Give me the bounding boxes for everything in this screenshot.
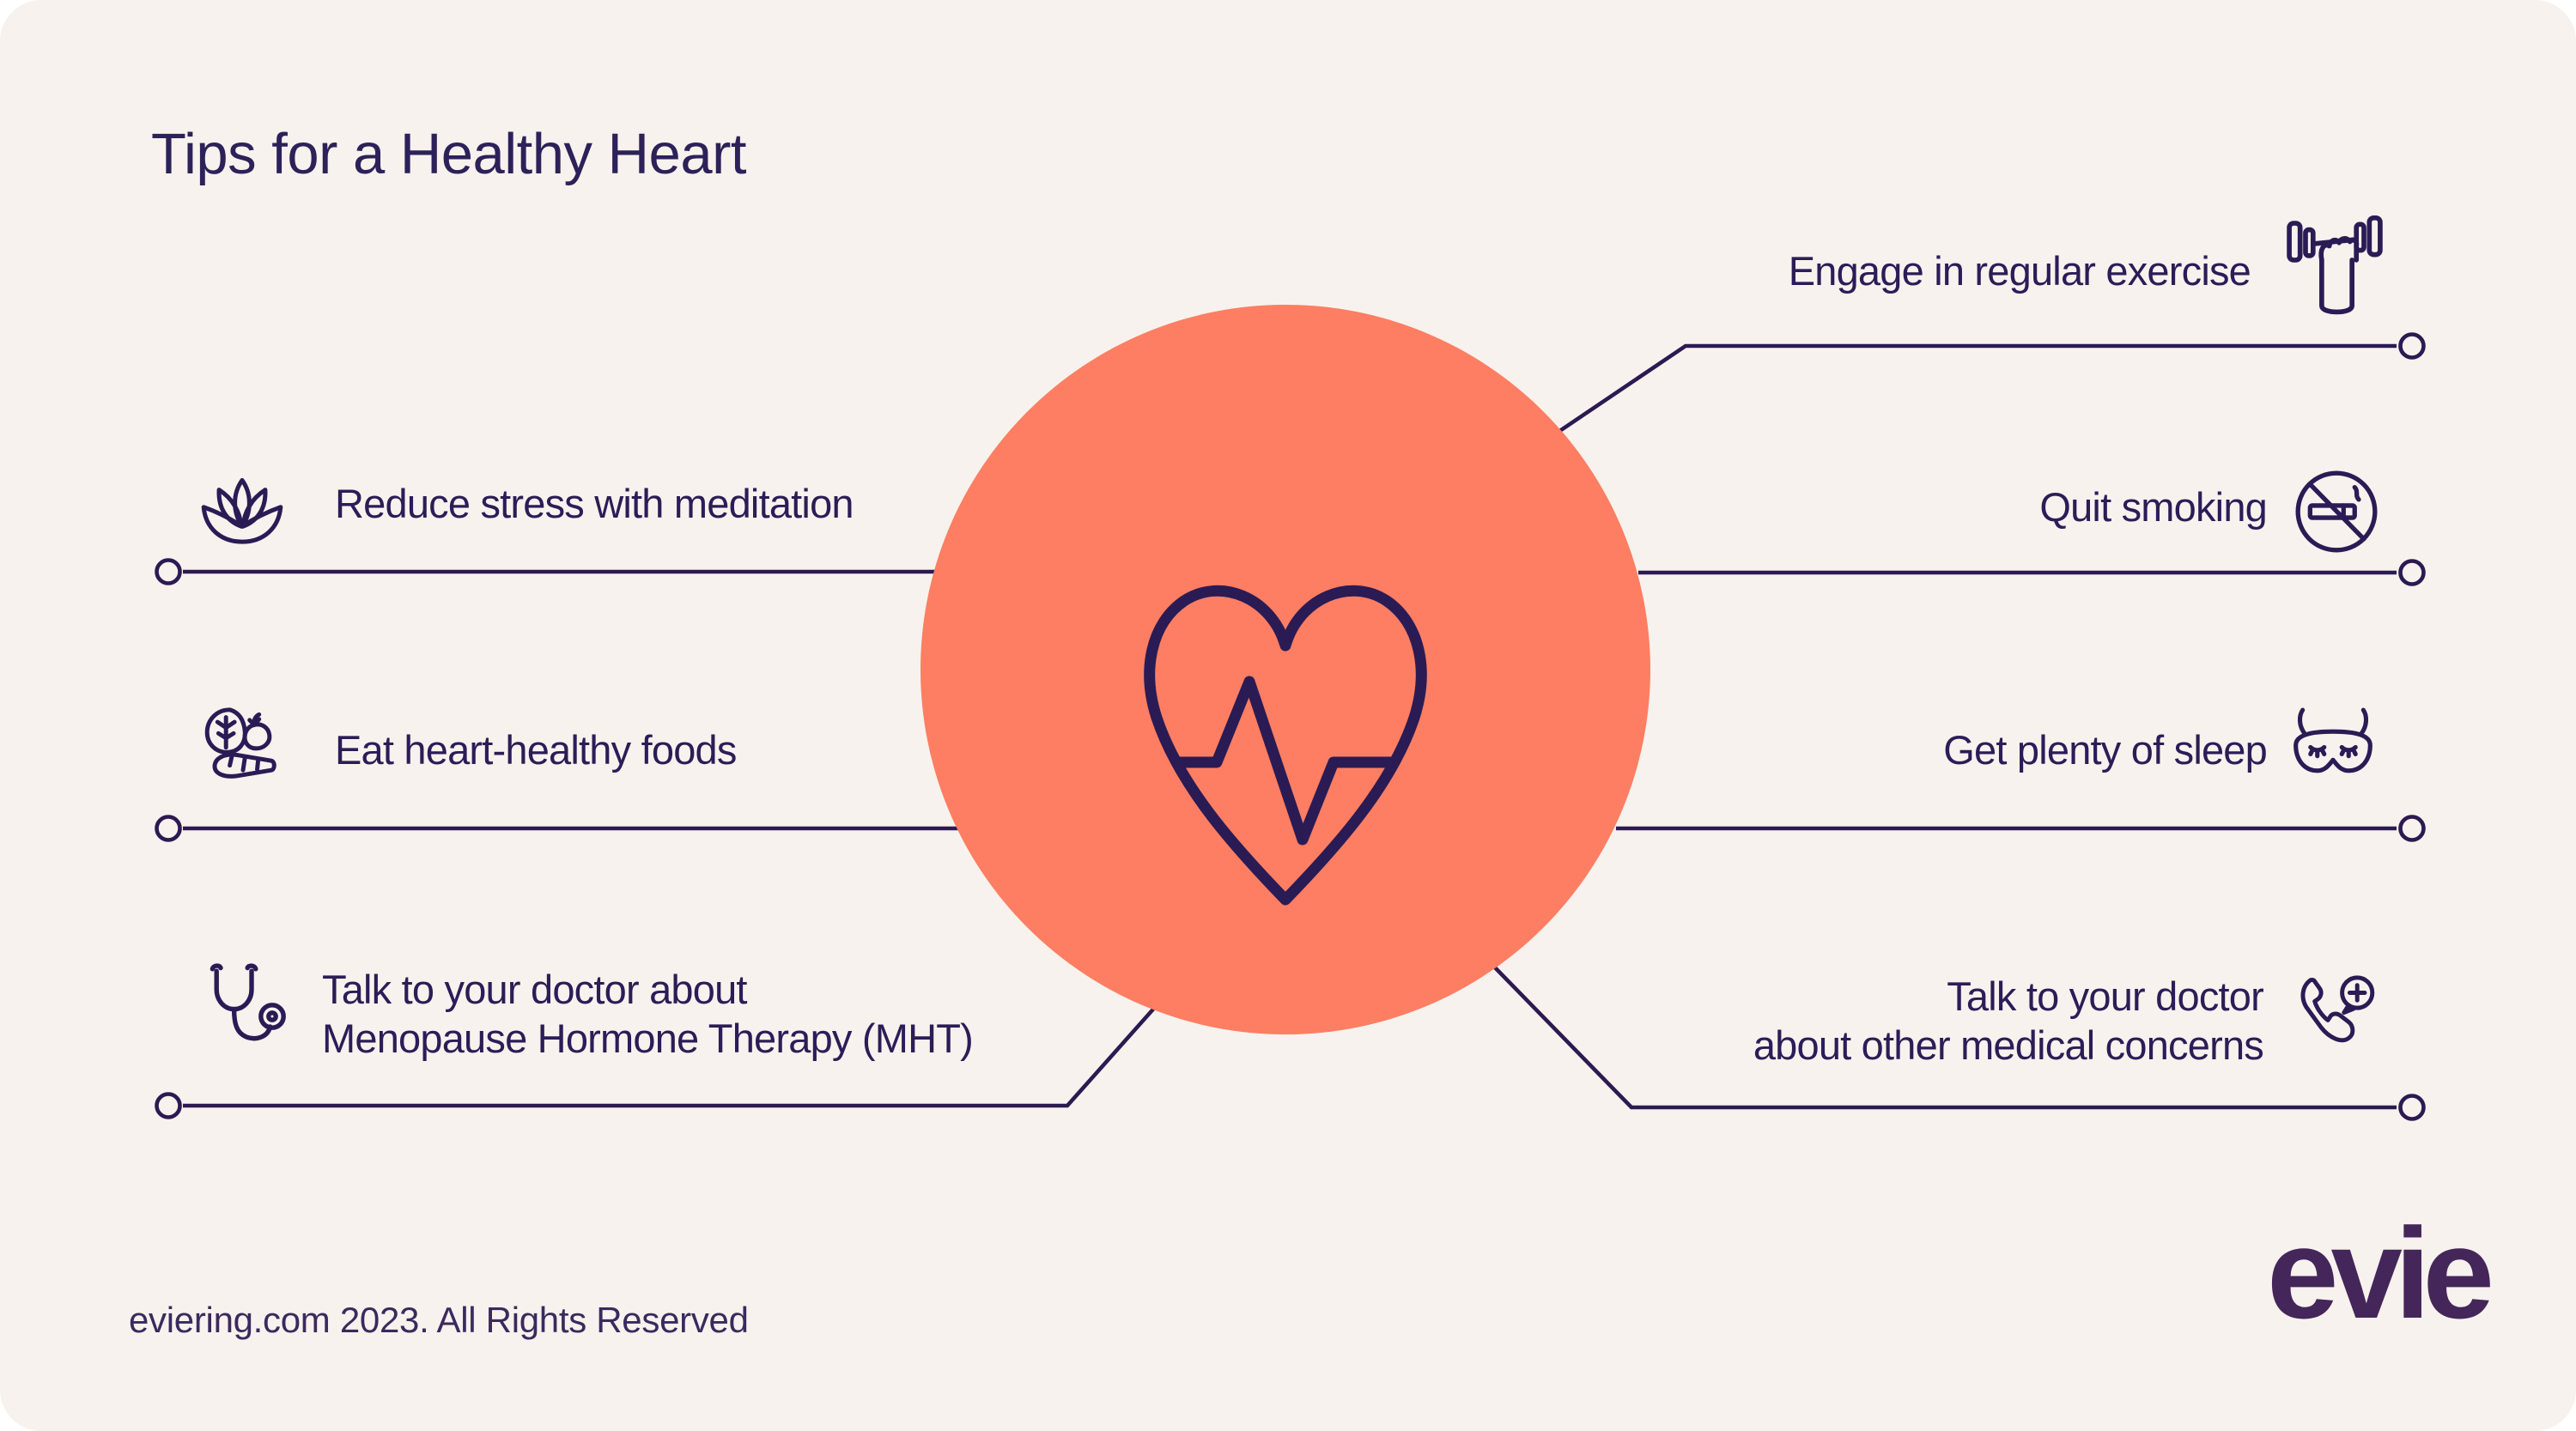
tip-exercise: Engage in regular exercise [1788,248,2251,294]
tip-quit-smoking: Quit smoking [2039,484,2267,530]
stethoscope-icon [187,955,316,1058]
tip-other-concerns-line1: Talk to your doctor [1947,973,2264,1019]
tip-mht-line2: Menopause Hormone Therapy (MHT) [322,1016,974,1061]
tip-reduce-stress: Reduce stress with meditation [335,481,854,526]
vegetables-icon [196,695,290,803]
tip-healthy-foods: Eat heart-healthy foods [335,727,737,773]
tip-mht-line1: Talk to your doctor about [322,967,747,1012]
tip-other-concerns: Talk to your doctor about other medical … [1753,972,2264,1070]
evie-logo: evie [2267,1201,2494,1345]
dumbbell-hand-icon [2281,213,2389,324]
page-title: Tips for a Healthy Heart [151,122,747,186]
copyright-text: eviering.com 2023. All Rights Reserved [129,1300,749,1340]
tip-mht: Talk to your doctor about Menopause Horm… [322,965,974,1063]
phone-medical-icon [2289,963,2384,1070]
sleep-mask-icon [2281,702,2385,800]
center-circle [920,305,1650,1034]
tip-sleep: Get plenty of sleep [1943,727,2268,773]
heartbeat-heart-icon [1131,556,1440,943]
no-smoking-icon [2286,455,2387,568]
tip-other-concerns-line2: about other medical concerns [1753,1022,2264,1068]
lotus-icon [194,464,290,570]
